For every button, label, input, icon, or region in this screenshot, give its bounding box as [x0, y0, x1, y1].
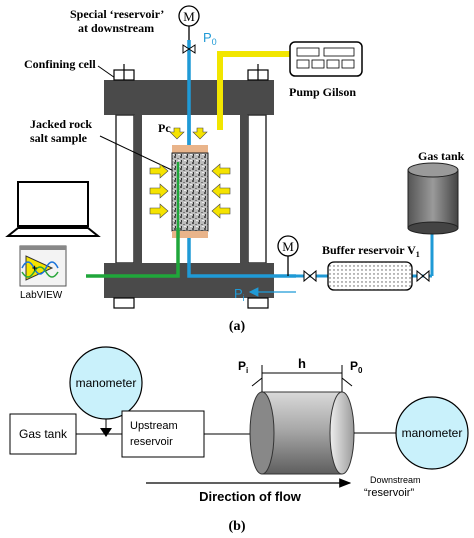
sample-label-1: Jacked rock: [30, 117, 92, 131]
valve-icon: [303, 269, 317, 283]
gas-tank-box-label: Gas tank: [19, 427, 68, 441]
bolt-icon: [247, 297, 269, 309]
p0-label: P0: [203, 30, 217, 47]
pressure-arrow-icon: [169, 127, 185, 140]
direction-of-flow-label: Direction of flow: [199, 489, 302, 504]
downstream-label-1: Downstream: [370, 475, 421, 485]
pump-icon: [289, 41, 363, 77]
panel-b: manometer Gas tank Upstream reservoir h …: [9, 346, 469, 534]
buffer-reservoir: [327, 261, 413, 291]
downstream-label-2: “reservoir”: [364, 487, 414, 499]
buffer-label: Buffer reservoir V1: [322, 243, 420, 259]
top-gauge-symbol: M: [183, 9, 195, 24]
valve-icon: [416, 269, 430, 283]
confining-cell-label: Confining cell: [24, 57, 96, 71]
gas-tank-body: [407, 169, 459, 229]
pump-label: Pump Gilson: [289, 85, 356, 99]
manometer-right: [395, 396, 469, 470]
special-reservoir-label-2: at downstream: [78, 21, 154, 35]
special-reservoir-label-1: Special ‘reservoir’: [70, 7, 164, 21]
pump-pipe: [217, 51, 290, 130]
labview-icon: +: [19, 245, 67, 287]
inlet-pipe: [187, 238, 296, 278]
frame-column-left: [115, 114, 135, 264]
sample-label-2: salt sample: [30, 131, 88, 145]
bolt-icon: [113, 297, 135, 309]
pi-label-a: Pi: [234, 286, 245, 303]
manometer-left-label: manometer: [76, 376, 137, 390]
top-valve-icon: [182, 44, 196, 54]
gas-tank-top: [407, 162, 459, 178]
sample-top-cap: [172, 145, 208, 153]
pc-keyboard-icon: [5, 227, 101, 237]
sensor-cable: [86, 228, 180, 278]
frame-column-right: [247, 114, 267, 264]
side-pressure-arrows-left: [149, 163, 169, 219]
pressure-arrow-icon: [192, 127, 208, 140]
upstream-label-2: reservoir: [130, 436, 173, 448]
manometer-right-label: manometer: [402, 426, 463, 440]
junction-icon: [100, 428, 112, 437]
svg-text:+: +: [32, 263, 37, 273]
pi-label-b: Pi: [238, 359, 248, 375]
side-pressure-arrows-right: [211, 163, 231, 219]
p0-label-b: P0: [350, 359, 363, 375]
labview-label: LabVIEW: [20, 290, 63, 301]
gas-tank-label-a: Gas tank: [418, 149, 465, 163]
caption-a: (a): [229, 319, 246, 334]
upstream-reservoir: [121, 410, 205, 458]
h-label: h: [298, 356, 306, 371]
upstream-label-1: Upstream: [130, 420, 178, 432]
sample-bottom-cap: [172, 231, 208, 238]
gas-tank-box: [9, 413, 77, 455]
bottom-gauge-symbol: M: [282, 239, 294, 254]
panel-a: Special ‘reservoir’ at downstream M P0 C…: [5, 5, 465, 334]
pc-label: Pc: [158, 121, 171, 135]
sample-cylinder: [249, 391, 355, 475]
caption-b: (b): [228, 519, 245, 534]
pc-monitor-icon: [17, 181, 89, 227]
